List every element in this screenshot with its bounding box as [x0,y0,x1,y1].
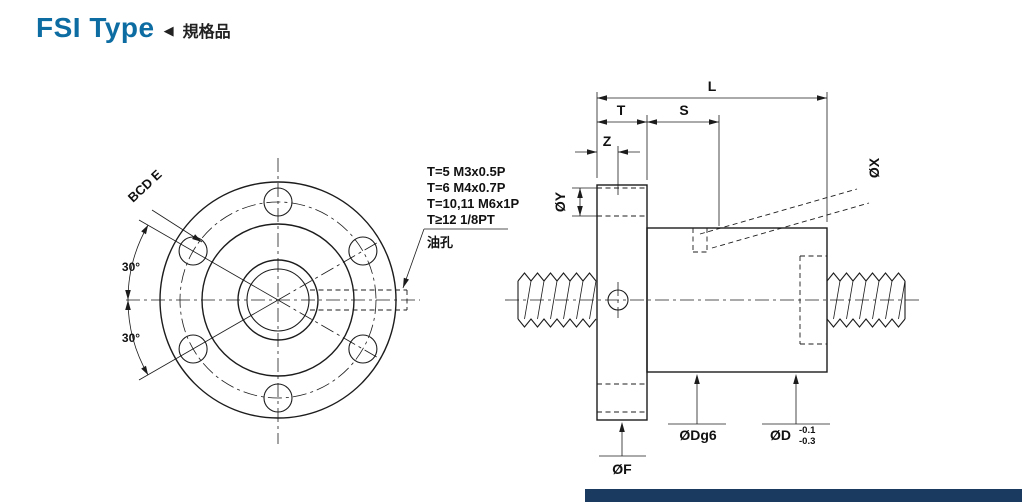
oil-dia-body-projection [711,202,870,249]
dia-D-label: ØD [770,427,791,443]
dim-S-label: S [679,102,688,118]
bolt-hole [263,187,293,217]
bolt-hole [178,334,208,364]
side-view-dimensions: L T S Z ØY [552,78,882,477]
dia-X-label: ØX [866,157,882,178]
front-view: 30° 30° BCD E [122,158,420,444]
page-subtitle: 規格品 [182,24,231,41]
bolt-hole [348,236,378,266]
arrowhead [597,95,607,101]
side-view [505,184,920,421]
arrowhead [577,188,583,198]
bore-outer-circle [237,259,319,341]
bcd-label: BCD E [125,166,165,205]
arrowhead [141,365,149,375]
arrowhead [618,149,628,155]
oil-note-line-2: T=6 M4x0.7P [427,180,506,195]
bolt-hole [178,236,208,266]
flange-outline [596,184,648,421]
page-header: FSI Type ◀ 規格品 [36,12,231,44]
arrowhead [577,206,583,216]
arrowhead [597,119,607,125]
arrowhead [817,95,827,101]
dim-L-label: L [708,78,717,94]
arrowhead [125,290,131,300]
arrowhead [637,119,647,125]
oil-note-line-4: T≥12 1/8PT [427,212,495,227]
oil-note-line-3: T=10,11 M6x1P [427,196,519,211]
flange-outer-circle [159,181,397,419]
dim-T-label: T [617,102,626,118]
radial-centerline-upper-right [277,242,378,301]
arrowhead [709,119,719,125]
dia-F-label: ØF [612,461,632,477]
bolt-hole [263,383,293,413]
nut-body-outline [646,227,828,373]
oil-hole-annotation: T=5 M3x0.5P T=6 M4x0.7P T=10,11 M6x1P T≥… [402,164,519,289]
footer-accent-bar [585,489,1022,502]
arrowhead [587,149,597,155]
oil-note-leader [402,228,425,289]
angle-label-lower: 30° [122,331,140,345]
bore-inner-circle [246,268,310,332]
oil-hole-label: 油孔 [427,235,453,250]
dim-Z-label: Z [603,133,612,149]
body-circle [201,223,355,377]
left-triangle-icon: ◀ [163,23,174,38]
radial-line-upper [138,219,279,301]
dia-D-tolerance-upper: -0.1 [799,425,816,436]
arrowhead [192,234,202,242]
page-title: FSI Type [36,12,155,43]
arrowhead [793,374,799,384]
arrowhead [619,422,625,432]
radial-centerline-lower-right [277,299,378,358]
arrowhead [647,119,657,125]
screw-thread-left [517,272,597,328]
arrowhead [141,225,149,235]
screw-thread-right [826,272,906,328]
radial-line-lower [138,299,279,381]
oil-dia-body-projection [699,188,858,235]
arrowhead [403,277,409,288]
dia-Dg6-label: ØDg6 [679,427,717,443]
angle-label-upper: 30° [122,260,140,274]
dia-Y-label: ØY [552,191,568,212]
bolt-hole [348,334,378,364]
dia-D-tolerance-lower: -0.3 [799,436,815,447]
oil-note-line-1: T=5 M3x0.5P [427,164,506,179]
bolt-circle [179,201,377,399]
arrowhead [125,300,131,310]
arrowhead [694,374,700,384]
